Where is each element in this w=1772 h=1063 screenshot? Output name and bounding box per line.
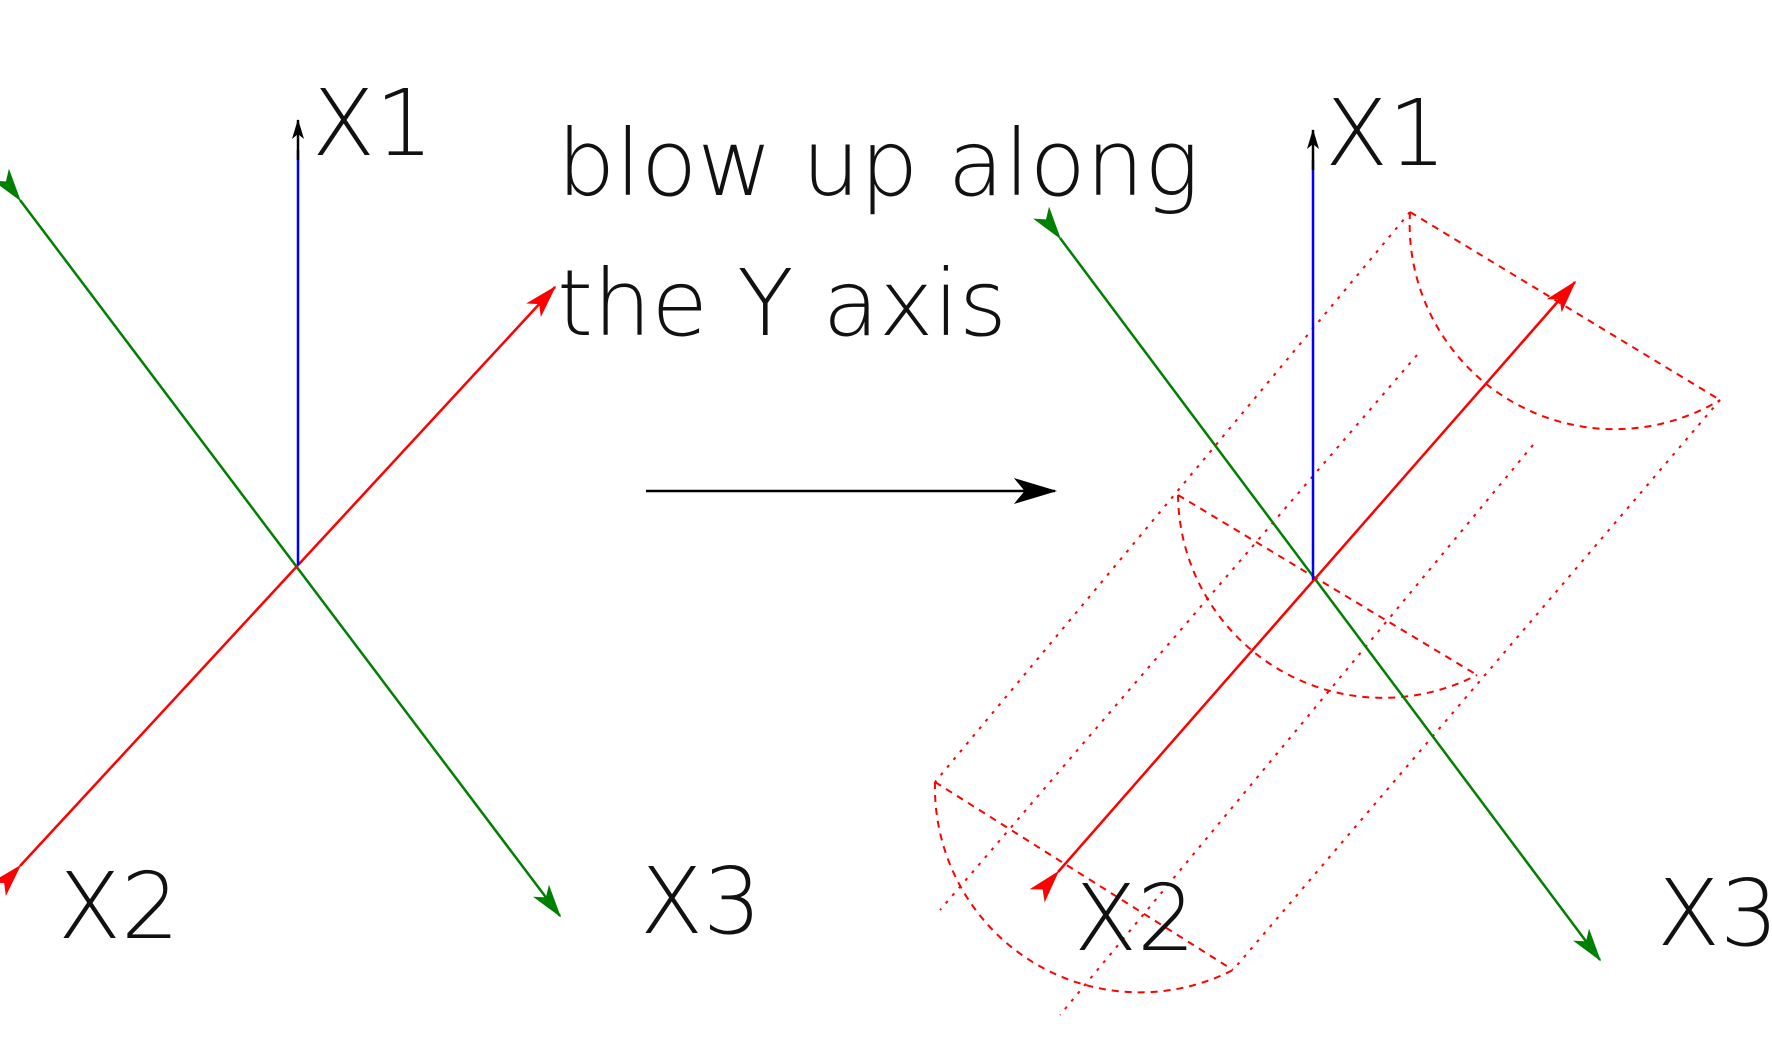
tube-bottom-diameter (934, 781, 1234, 971)
tube-middle-diameter (1177, 494, 1478, 676)
left-x3-label: X3 (640, 848, 762, 955)
right-x1-label: X1 (1325, 80, 1447, 187)
left-x1-label: X1 (312, 70, 434, 177)
blowup-tube (933, 211, 1721, 1016)
right-x2-axis (1029, 280, 1577, 903)
tube-line-mid-a (939, 354, 1418, 911)
tube-bottom-cap (933, 781, 1234, 994)
left-x3-axis (0, 168, 562, 918)
caption-line-1: blow up along (557, 110, 1199, 217)
tube-top-cap (1408, 211, 1721, 431)
right-x3-label: X3 (1657, 860, 1772, 967)
caption-line-2: the Y axis (557, 250, 1007, 357)
left-x2-axis (0, 285, 557, 897)
left-x2-label: X2 (58, 853, 180, 960)
right-x2-label: X2 (1074, 865, 1196, 972)
right-axes (1029, 129, 1602, 962)
left-axes (0, 119, 562, 918)
tube-top-diameter (1409, 211, 1721, 401)
